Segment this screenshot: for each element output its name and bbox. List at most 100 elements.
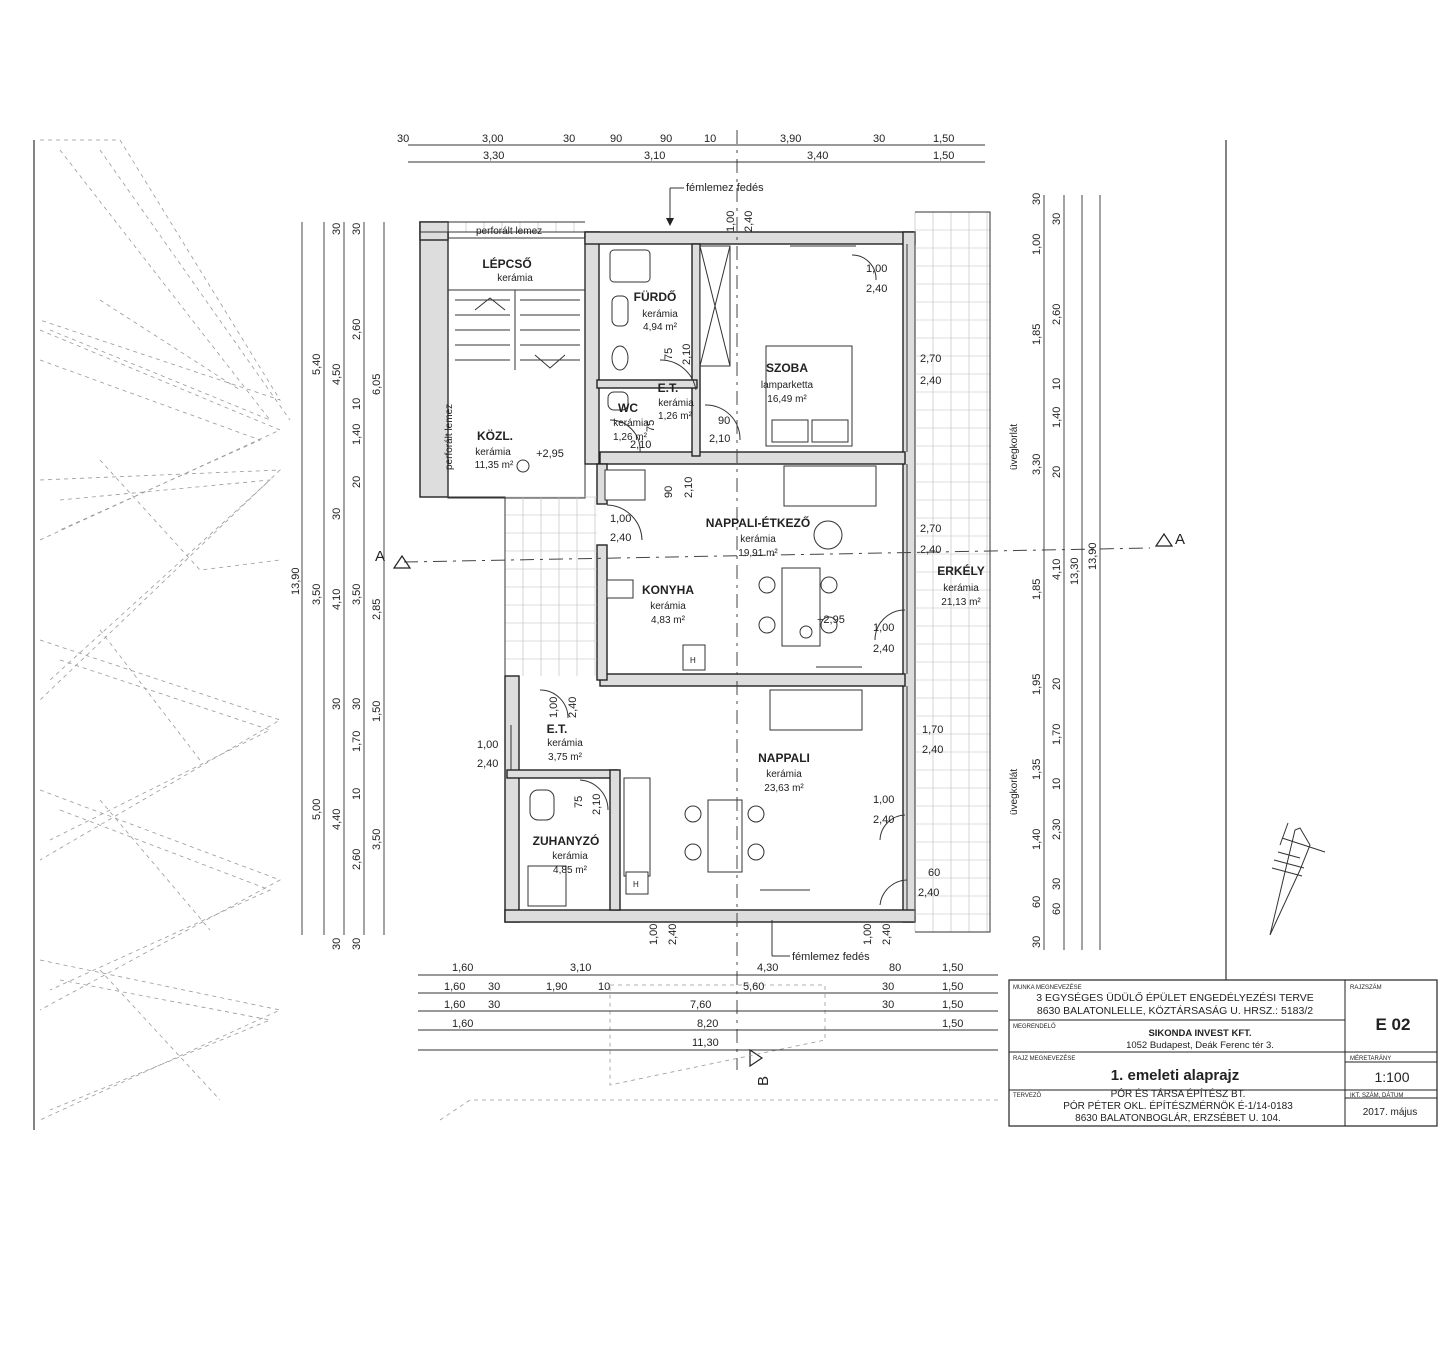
fixtures xyxy=(527,245,877,907)
site-hatching xyxy=(33,139,1227,1130)
door-mark: 2,40 xyxy=(743,211,755,232)
dim-text: 3,10 xyxy=(570,962,591,974)
dim-text: 4,10 xyxy=(331,589,343,610)
level-mark-2: +2,95 xyxy=(817,614,845,626)
dim-text: 3,10 xyxy=(644,150,665,162)
dim-text: 5,60 xyxy=(743,981,764,993)
room-kozl-area: 11,35 m² xyxy=(475,460,514,471)
dim-text: 10 xyxy=(1051,378,1063,390)
tb-designer-line3: 8630 BALATONBOGLÁR, ERZSÉBET U. 104. xyxy=(1075,1111,1281,1124)
room-furdo-finish: kerámia xyxy=(642,309,678,320)
dim-text: 1,85 xyxy=(1031,324,1043,345)
door-mark: 2,40 xyxy=(477,758,498,770)
stair xyxy=(447,237,586,499)
door-mark: 75 xyxy=(645,420,657,432)
room-konyha-area: 4,83 m² xyxy=(651,615,686,626)
room-furdo-name: FÜRDŐ xyxy=(634,289,677,304)
section-a-left: A xyxy=(375,548,385,565)
dim-text: 10 xyxy=(598,981,610,993)
dim-text: 20 xyxy=(351,476,363,488)
dim-text: 4,10 xyxy=(1051,559,1063,580)
dim-text: 2,60 xyxy=(351,849,363,870)
dim-text: 13,90 xyxy=(1087,542,1099,570)
window-mark: 2,40 xyxy=(866,283,887,295)
window-mark: 1,00 xyxy=(873,794,894,806)
room-labels: LÉPCSŐ kerámia FÜRDŐ kerámia 4,94 m² SZO… xyxy=(475,256,985,876)
room-furdo-area: 4,94 m² xyxy=(643,322,678,333)
room-nappali-area: 23,63 m² xyxy=(764,783,804,794)
dim-text: 30 xyxy=(351,223,363,235)
doors xyxy=(510,244,908,910)
dim-text: 2,60 xyxy=(1051,304,1063,325)
uvegkorlat-label-2: üvegkorlát xyxy=(1009,769,1020,815)
hood-mark: H xyxy=(633,880,639,889)
section-lines xyxy=(392,130,1174,1121)
dim-text: 30 xyxy=(1031,936,1043,948)
annotations: fémlemez fedés fémlemez fedés perforált … xyxy=(375,182,1185,1086)
tb-project-line1: 3 EGYSÉGES ÜDÜLŐ ÉPÜLET ENGEDÉLYEZÉSI TE… xyxy=(1036,990,1314,1004)
dim-text: 5,40 xyxy=(311,354,323,375)
dim-text: 2,60 xyxy=(351,319,363,340)
window-mark: 2,40 xyxy=(918,887,939,899)
tb-date: 2017. május xyxy=(1363,1107,1417,1118)
north-arrow-icon xyxy=(1269,822,1326,936)
dim-text: 30 xyxy=(351,938,363,950)
dim-text: 30 xyxy=(488,981,500,993)
tb-client-label: MEGRENDELŐ xyxy=(1013,1023,1056,1030)
door-mark: 1,00 xyxy=(648,924,660,945)
dim-text: 3,50 xyxy=(371,829,383,850)
dim-text: 30 xyxy=(331,938,343,950)
dim-text: 1,35 xyxy=(1031,759,1043,780)
tb-drawing-no-label: RAJZSZÁM xyxy=(1350,984,1382,991)
dim-text: 1,40 xyxy=(1031,829,1043,850)
dim-text: 13,30 xyxy=(1069,557,1081,585)
femlemez-bottom-label: fémlemez fedés xyxy=(792,951,870,963)
perforalt-top-label: perforált lemez xyxy=(476,226,542,237)
dim-text: 60 xyxy=(1031,896,1043,908)
dim-text: 1,95 xyxy=(1031,674,1043,695)
window-mark: 1,70 xyxy=(922,724,943,736)
dim-text: 4,50 xyxy=(331,364,343,385)
dim-text: 1,60 xyxy=(444,981,465,993)
room-wc-area: 1,26 m² xyxy=(613,432,648,443)
room-et2-finish: kerámia xyxy=(547,738,583,749)
room-lepcso-finish: kerámia xyxy=(497,273,533,284)
dim-text: 30 xyxy=(563,133,575,145)
dim-text: 5,00 xyxy=(311,799,323,820)
dim-text: 1,90 xyxy=(546,981,567,993)
dimension-texts: 30 3,00 30 90 90 10 3,90 30 1,50 3,30 3,… xyxy=(290,133,1099,1049)
tb-designer-label: TERVEZŐ xyxy=(1013,1092,1042,1099)
dim-text: 1,40 xyxy=(351,424,363,445)
dim-text: 1,50 xyxy=(933,150,954,162)
dim-text: 30 xyxy=(331,508,343,520)
room-wc-name: WC xyxy=(618,401,638,415)
room-kozl-level: +2,95 xyxy=(536,448,564,460)
room-nappali-etkezo-finish: kerámia xyxy=(740,534,776,545)
door-mark: 2,10 xyxy=(630,439,651,451)
window-mark: 2,70 xyxy=(920,353,941,365)
door-mark: 75 xyxy=(663,348,675,360)
dim-text: 3,90 xyxy=(780,133,801,145)
room-konyha-name: KONYHA xyxy=(642,583,694,597)
tb-project-line2: 8630 BALATONLELLE, KÖZTÁRSASÁG U. HRSZ.:… xyxy=(1037,1004,1313,1017)
door-mark: 1,00 xyxy=(548,697,560,718)
door-mark: 2,40 xyxy=(567,697,579,718)
dim-text: 60 xyxy=(1051,903,1063,915)
room-erkely-name: ERKÉLY xyxy=(937,563,985,578)
section-a-right: A xyxy=(1175,531,1185,548)
hood-mark: H xyxy=(690,656,696,665)
dim-text: 7,60 xyxy=(690,999,711,1011)
dim-text: 30 xyxy=(1031,193,1043,205)
tb-date-label: IKT. SZÁM, DÁTUM xyxy=(1350,1092,1403,1099)
room-nappali-etkezo-name: NAPPALI-ÉTKEZŐ xyxy=(706,515,810,530)
dim-text: 30 xyxy=(351,698,363,710)
dim-text: 10 xyxy=(704,133,716,145)
tb-drawing-no: E 02 xyxy=(1376,1015,1411,1034)
window-mark: 1,00 xyxy=(866,263,887,275)
dim-text: 30 xyxy=(882,981,894,993)
door-mark: 2,10 xyxy=(681,344,693,365)
door-mark: 1,00 xyxy=(610,513,631,525)
dim-text: 30 xyxy=(1051,878,1063,890)
dim-text: 3,30 xyxy=(483,150,504,162)
window-mark: 1,00 xyxy=(873,622,894,634)
